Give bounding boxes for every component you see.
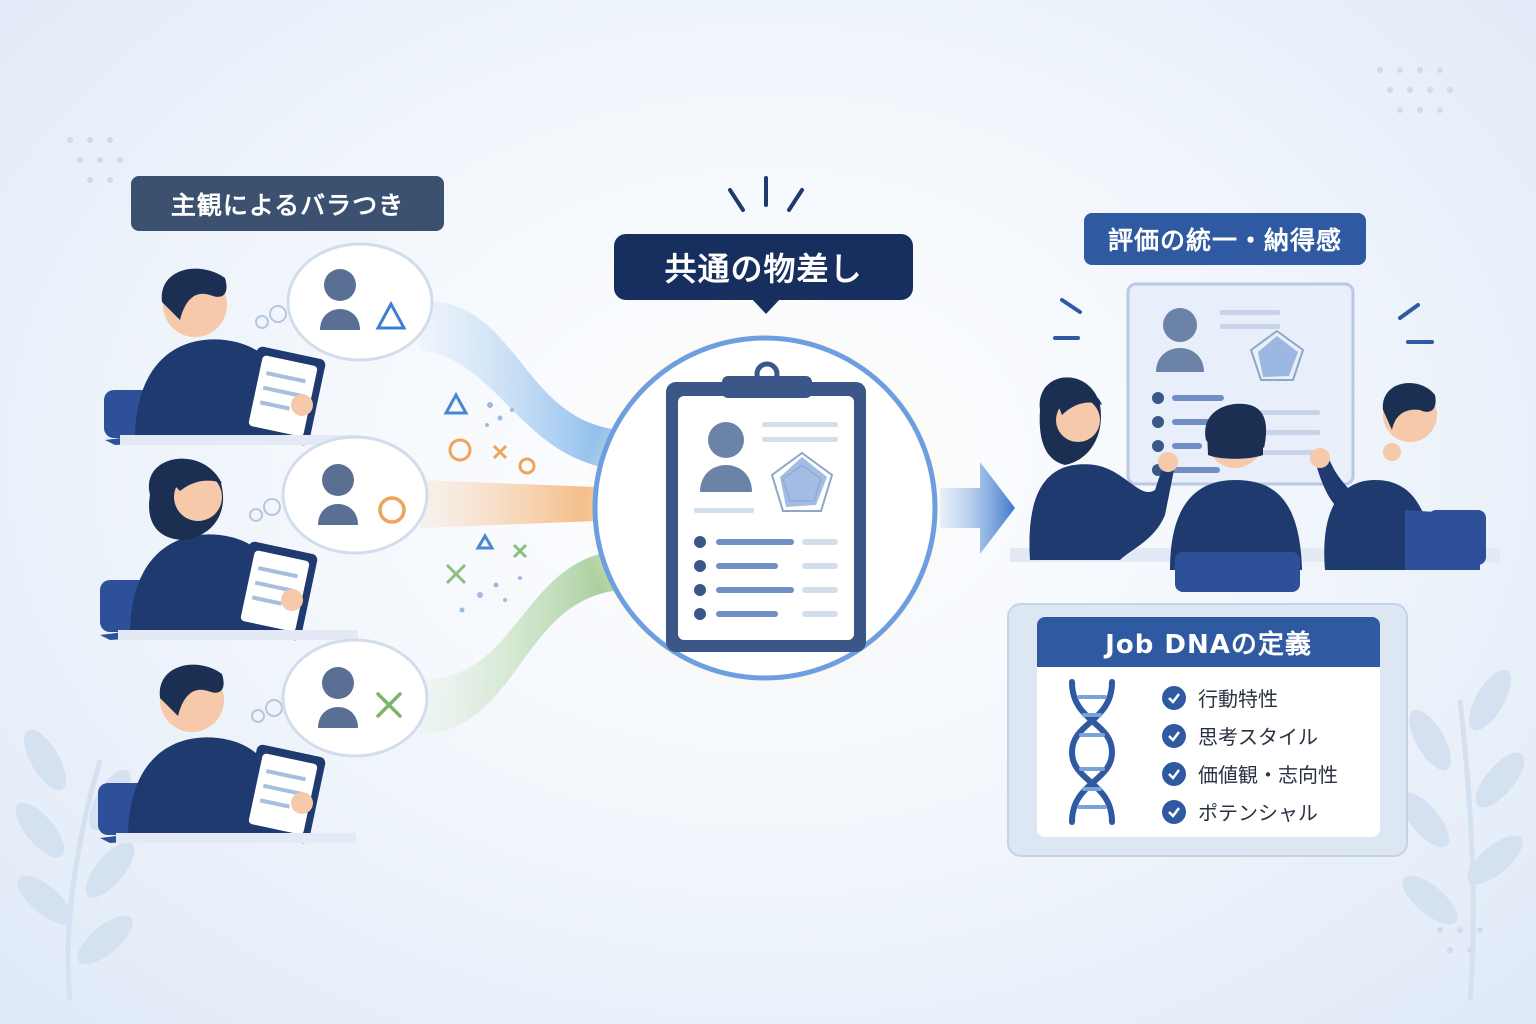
evaluator-row-3: [98, 638, 429, 844]
arrow-right-icon: [940, 462, 1015, 554]
check-icon: [1162, 761, 1186, 786]
scatter-circle-icon: [448, 438, 472, 462]
job-dna-item-4: ポテンシャル: [1162, 797, 1318, 826]
scatter-triangle-icon: [443, 391, 469, 415]
pill-pointer: [751, 298, 781, 314]
cross-mark-icon: [376, 692, 402, 718]
job-dna-item-3: 価値観・志向性: [1162, 759, 1338, 788]
label-subjective-variance: 主観によるバラつき: [131, 176, 444, 231]
stream-orange: [420, 480, 620, 528]
job-dna-card: Job DNAの定義 行動特性 思考スタイル 価値観・志向性 ポテンシャル: [1037, 617, 1380, 837]
check-icon: [1162, 723, 1186, 748]
stream-blue: [420, 300, 620, 470]
label-common-measure: 共通の物差し: [614, 234, 913, 300]
check-icon: [1162, 799, 1186, 824]
evaluator-row-2: [100, 435, 429, 641]
scatter-cross-icon: [492, 444, 508, 460]
person-icon-3: [322, 667, 354, 699]
team-scene: [1010, 282, 1500, 592]
board-profile-icon: [1163, 308, 1197, 342]
evaluator-row-1: [104, 242, 434, 446]
radar-chart-icon: [770, 451, 834, 512]
job-dna-item-1: 行動特性: [1162, 683, 1278, 712]
job-dna-title: Job DNAの定義: [1037, 617, 1380, 667]
evaluator-group: [98, 242, 434, 844]
profile-icon: [708, 422, 744, 458]
scatter-cross-icon-2: [445, 563, 467, 585]
thought-bubble-1: [286, 242, 434, 362]
check-icon: [1162, 685, 1186, 710]
triangle-mark-icon: [375, 300, 407, 330]
person-icon-2: [322, 464, 354, 496]
thought-bubble-2: [281, 435, 429, 555]
circle-mark-icon: [378, 496, 406, 524]
clipboard-icon: [666, 361, 866, 652]
job-dna-item-2: 思考スタイル: [1162, 721, 1318, 750]
dna-helix-icon: [1068, 679, 1116, 825]
person-icon: [324, 269, 356, 301]
label-unified-evaluation: 評価の統一・納得感: [1084, 213, 1366, 265]
thought-bubble-3: [281, 638, 429, 758]
stream-green: [420, 550, 620, 735]
